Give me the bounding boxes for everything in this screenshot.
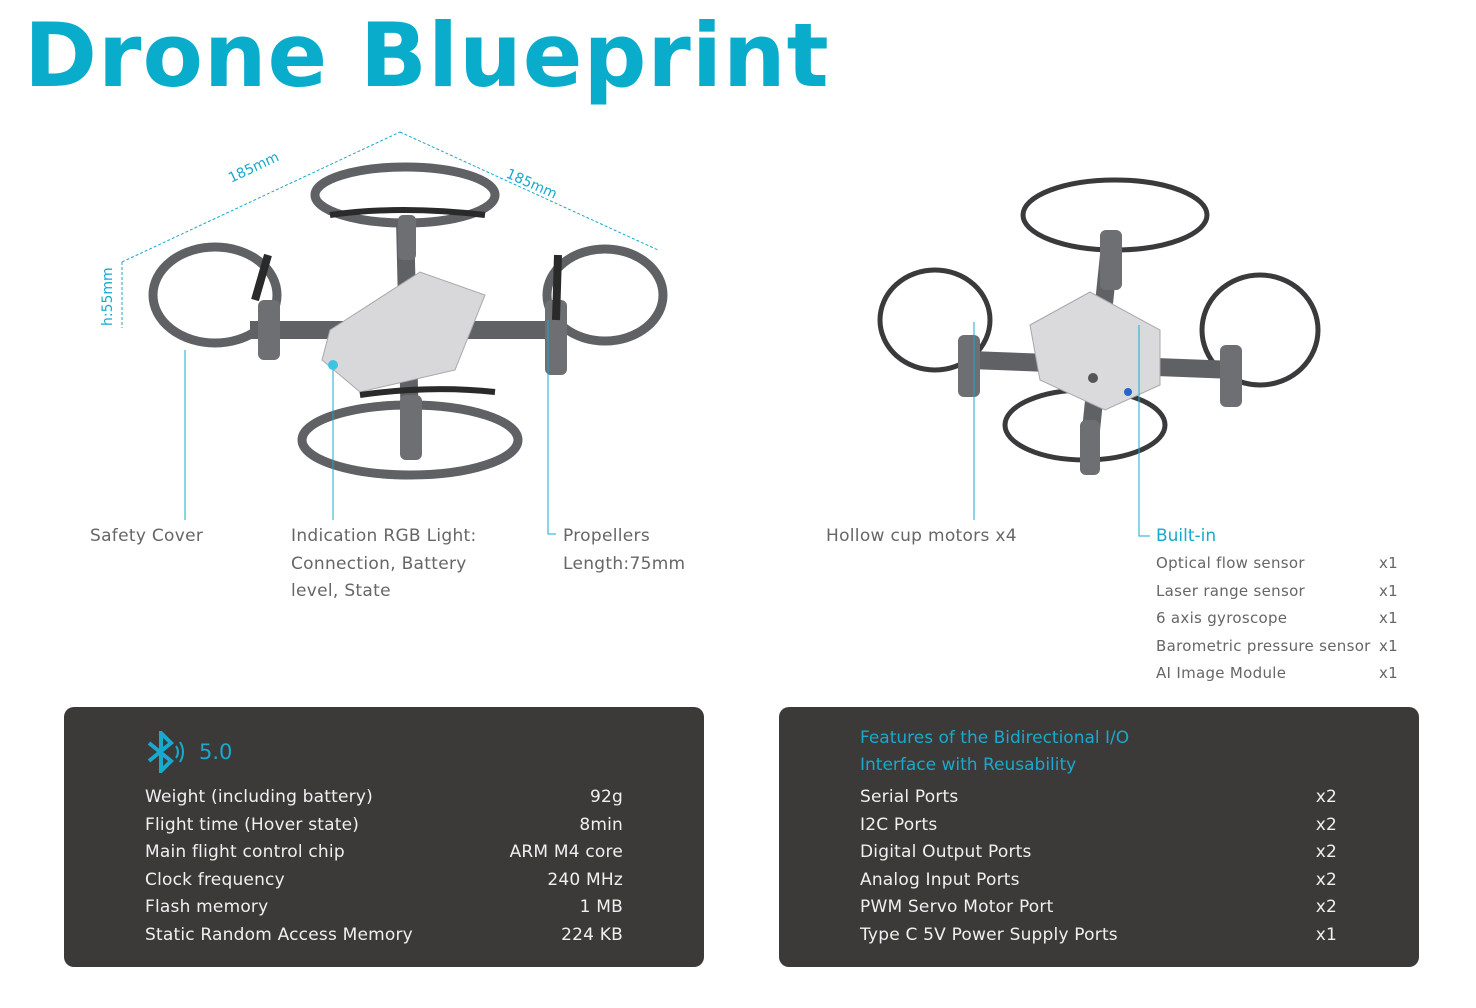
table-row: Digital Output Ports x2 [860,839,1337,867]
list-item: Laser range sensor x1 [1156,578,1398,606]
sensor-name: Barometric pressure sensor [1156,636,1371,655]
io-label: Type C 5V Power Supply Ports [860,924,1118,945]
page-title: Drone Blueprint [24,4,830,107]
spec-label: Main flight control chip [145,842,345,862]
io-title-line-2: Interface with Reusability [860,755,1077,775]
sensor-name: AI Image Module [1156,664,1287,682]
table-row: Static Random Access Memory 224 KB [145,922,623,950]
io-title: Features of the Bidirectional I/O Interf… [860,725,1129,779]
table-row: Flight time (Hover state) 8min [145,812,623,840]
built-in-list: Built-in Optical flow sensor x1 Laser ran… [1156,523,1398,688]
table-row: I2C Ports x2 [860,812,1337,840]
io-value: x2 [1315,842,1337,862]
io-label: Serial Ports [860,787,959,807]
bluetooth-version: 5.0 [199,740,233,764]
table-row: Type C 5V Power Supply Ports x1 [860,922,1337,950]
list-item: Optical flow sensor x1 [1156,550,1398,578]
sensor-qty: x1 [1378,581,1398,600]
callout-safety-cover: Safety Cover [90,526,204,546]
bluetooth-header: 5.0 [145,731,232,773]
spec-value: 240 MHz [547,869,623,890]
sensor-qty: x1 [1378,636,1398,655]
drone-top-body [251,207,567,460]
propellers-line-2: Length:75mm [563,553,686,574]
sensor-name: Laser range sensor [1156,581,1306,600]
table-row: PWM Servo Motor Port x2 [860,894,1337,922]
rgb-line-1: Indication RGB Light: [291,526,477,546]
io-label: I2C Ports [860,814,938,835]
drone-bottom-body [958,230,1242,475]
table-row: Main flight control chip ARM M4 core [145,839,623,867]
spec-label: Flight time (Hover state) [145,814,360,835]
io-label: Analog Input Ports [860,869,1020,890]
rgb-line-2: Connection, Battery [291,553,467,574]
spec-label: Static Random Access Memory [145,924,413,945]
callout-lines [184,320,1150,537]
spec-value: ARM M4 core [509,842,623,862]
io-value: x2 [1315,869,1337,890]
propellers-line-1: Propellers [563,526,650,546]
io-label: Digital Output Ports [860,842,1032,862]
spec-label: Weight (including battery) [145,787,373,807]
io-table: Serial Ports x2 I2C Ports x2 Digital Outpu… [860,784,1337,949]
io-value: x2 [1315,814,1337,835]
sensor-qty: x1 [1378,554,1398,572]
built-in-heading: Built-in [1156,526,1217,546]
io-title-line-1: Features of the Bidirectional I/O [860,728,1130,748]
sensor-qty: x1 [1378,664,1398,682]
spec-label: Clock frequency [145,869,285,890]
dimension-height: h:55mm [100,267,116,326]
table-row: Analog Input Ports x2 [860,867,1337,895]
spec-value: 1 MB [579,897,623,917]
specs-panel: 5.0 Weight (including battery) 92g Flight… [64,707,704,967]
spec-value: 92g [589,787,623,807]
dimension-lines [121,131,659,328]
io-panel: Features of the Bidirectional I/O Interf… [779,707,1419,967]
callout-motors: Hollow cup motors x4 [826,526,1017,546]
table-row: Clock frequency 240 MHz [145,867,623,895]
bluetooth-icon [147,731,184,773]
callout-propellers: Propellers Length:75mm [563,523,685,578]
io-value: x2 [1315,787,1337,807]
spec-value: 224 KB [561,924,623,945]
table-row: Flash memory 1 MB [145,894,623,922]
spec-value: 8min [579,814,623,835]
list-item: Barometric pressure sensor x1 [1156,633,1398,661]
io-value: x1 [1315,924,1337,945]
list-item: AI Image Module x1 [1156,660,1398,688]
spec-label: Flash memory [145,897,269,917]
callout-rgb-light: Indication RGB Light: Connection, Batter… [291,523,477,606]
table-row: Serial Ports x2 [860,784,1337,812]
io-label: PWM Servo Motor Port [860,897,1054,917]
io-value: x2 [1315,897,1337,917]
sensor-qty: x1 [1378,609,1398,627]
rgb-line-3: level, State [291,581,391,601]
sensor-name: Optical flow sensor [1156,554,1305,572]
specs-table: Weight (including battery) 92g Flight tim… [145,784,623,949]
sensor-name: 6 axis gyroscope [1156,609,1288,627]
list-item: 6 axis gyroscope x1 [1156,605,1398,633]
table-row: Weight (including battery) 92g [145,784,623,812]
